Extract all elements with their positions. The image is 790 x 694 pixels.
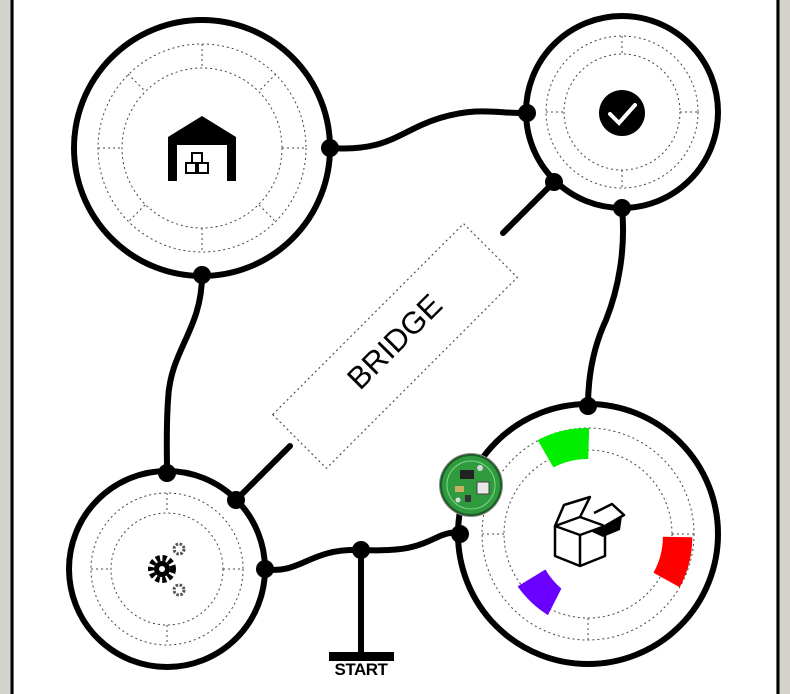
junction-dot [545, 173, 563, 191]
gears-icon [148, 542, 186, 597]
warehouse-icon [168, 116, 236, 181]
start-line [329, 652, 394, 661]
junction-dot [352, 541, 370, 559]
junctions [158, 104, 631, 578]
junction-dot [256, 560, 274, 578]
junction-dot [613, 199, 631, 217]
track-assembly-delivery [262, 529, 463, 573]
junction-dot [321, 139, 339, 157]
robot-icon[interactable] [439, 453, 503, 517]
marker-green [537, 427, 590, 468]
start-label: START [334, 660, 388, 679]
track-bridge-assembly [233, 443, 293, 503]
junction-dot [579, 397, 597, 415]
junction-dot [158, 464, 176, 482]
checkmark-icon [599, 90, 645, 136]
marker-red [653, 536, 693, 588]
junction-dot [193, 266, 211, 284]
bridge [271, 222, 519, 470]
track-done-delivery [585, 205, 627, 409]
tracks [163, 108, 627, 659]
track-warehouse-done [327, 108, 530, 152]
open-box-icon [553, 495, 626, 568]
track-done-bridge [500, 179, 557, 236]
zone-warehouse [71, 17, 333, 279]
track-warehouse-assembly [163, 272, 205, 476]
junction-dot [227, 491, 245, 509]
marker-purple [517, 569, 562, 616]
junction-dot [451, 525, 469, 543]
junction-dot [518, 104, 536, 122]
